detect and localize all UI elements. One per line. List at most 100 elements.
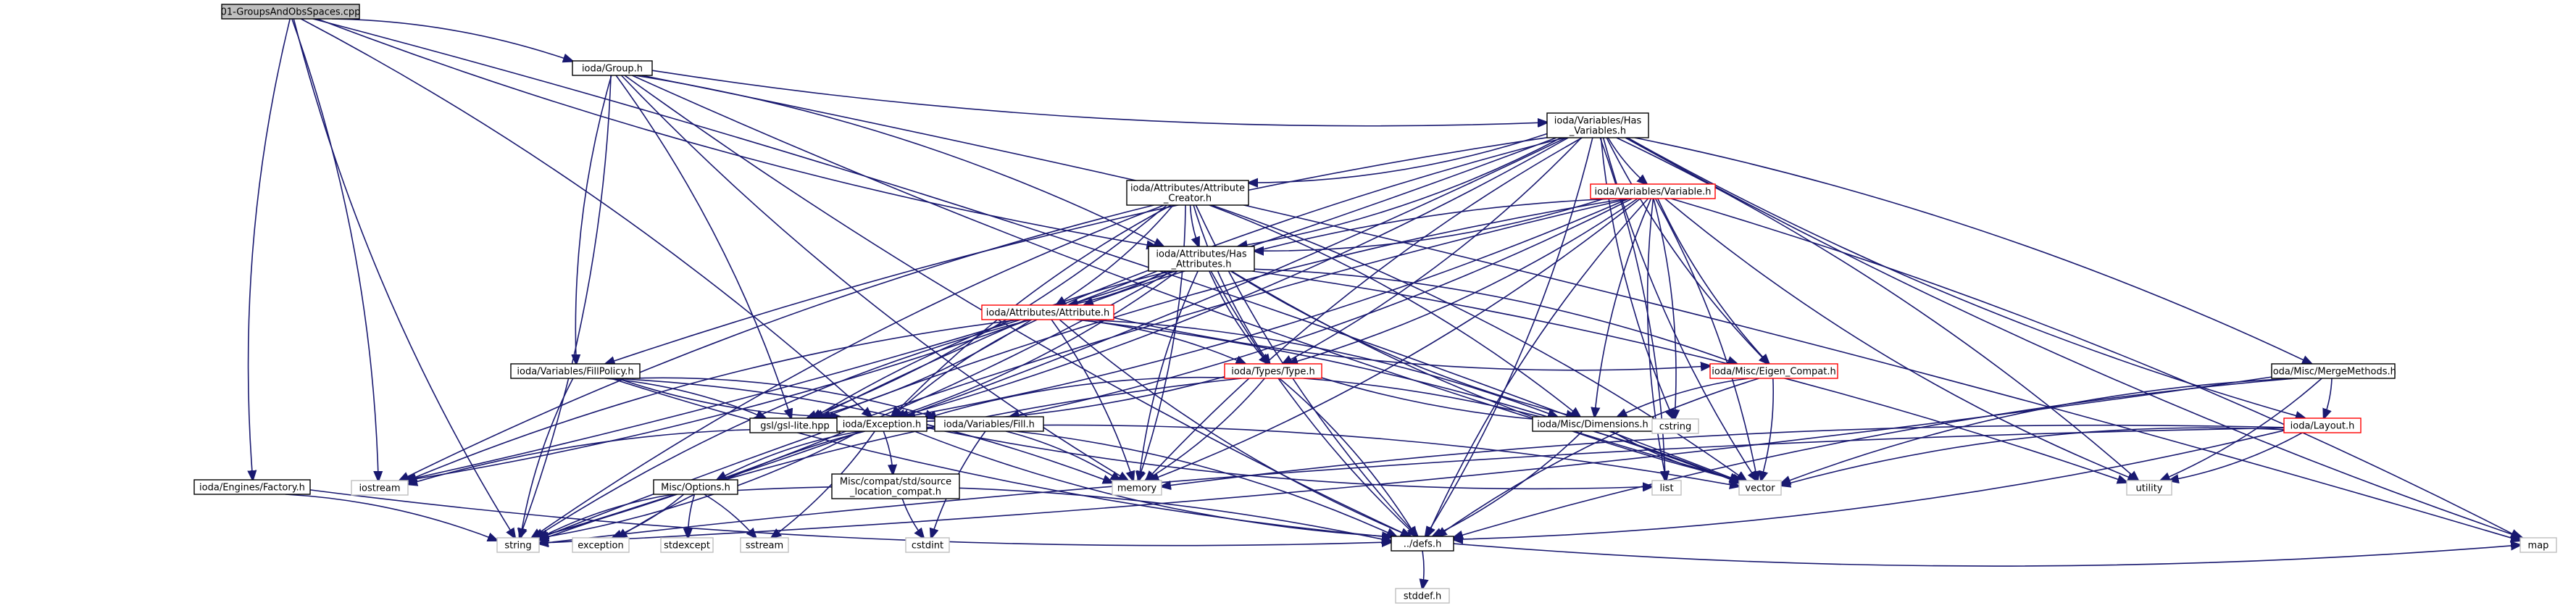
node-label-srcloc: _location_compat.h bbox=[849, 487, 941, 498]
edge-group-to-gsl bbox=[615, 75, 791, 418]
node-fillpolicy[interactable]: ioda/Variables/FillPolicy.h bbox=[510, 363, 641, 379]
node-box-exception bbox=[836, 416, 928, 432]
node-factory[interactable]: ioda/Engines/Factory.h bbox=[193, 479, 311, 495]
node-string: string bbox=[496, 537, 540, 553]
edge-variable-to-utility bbox=[1664, 198, 2138, 481]
node-label-map: map bbox=[2528, 541, 2549, 552]
node-box-variable bbox=[1590, 183, 1716, 199]
node-map: map bbox=[2519, 537, 2557, 553]
node-box-options bbox=[653, 479, 738, 495]
edge-hasattrs-to-exception bbox=[896, 270, 1178, 417]
edges-layer bbox=[249, 18, 2522, 589]
edge-variable-to-list bbox=[1646, 198, 1667, 481]
edge-eigen-to-vector bbox=[1761, 378, 1774, 481]
node-group[interactable]: ioda/Group.h bbox=[572, 60, 653, 76]
edge-layout-to-memory bbox=[1162, 424, 2285, 487]
node-label-hasattrs: ioda/Attributes/Has bbox=[1156, 249, 1246, 260]
node-label-defs: ../defs.h bbox=[1404, 539, 1442, 550]
node-stddef: stddef.h bbox=[1395, 588, 1450, 604]
edge-hasvars-to-exception bbox=[899, 137, 1569, 417]
node-mergemethods[interactable]: ioda/Misc/MergeMethods.h bbox=[2270, 363, 2396, 379]
node-label-attribute: ioda/Attributes/Attribute.h bbox=[986, 308, 1110, 319]
node-label-exceptionstd: exception bbox=[578, 541, 624, 552]
edge-dimensions-to-defs bbox=[1433, 431, 1583, 536]
edge-root-to-string bbox=[293, 18, 514, 538]
edge-fill-to-memory bbox=[1005, 431, 1120, 481]
edge-fillpolicy-to-defs bbox=[610, 378, 1391, 537]
node-exception[interactable]: ioda/Exception.h bbox=[836, 416, 928, 432]
edge-options-to-exceptionstd bbox=[612, 494, 685, 538]
node-types[interactable]: ioda/Types/Type.h bbox=[1224, 363, 1322, 379]
edge-root-to-group bbox=[331, 18, 572, 61]
node-eigen[interactable]: ioda/Misc/Eigen_Compat.h bbox=[1709, 363, 1838, 379]
node-box-mergemethods bbox=[2271, 363, 2396, 379]
node-box-cstdint bbox=[905, 537, 950, 553]
edge-hasvars-to-memory bbox=[1146, 137, 1583, 481]
edge-mergemethods-to-layout bbox=[2324, 378, 2333, 418]
node-variable[interactable]: ioda/Variables/Variable.h bbox=[1590, 183, 1716, 199]
node-label-attrcreator: ioda/Attributes/Attribute bbox=[1130, 183, 1245, 194]
node-box-attrcreator bbox=[1126, 180, 1249, 206]
node-label-stddef: stddef.h bbox=[1404, 591, 1441, 602]
node-label-srcloc: Misc/compat/std/source bbox=[840, 477, 951, 488]
edge-exception-to-iostream bbox=[408, 428, 838, 484]
node-box-string bbox=[496, 537, 540, 553]
edge-types-to-exception bbox=[927, 376, 1225, 418]
edge-hasvars-to-eigen bbox=[1606, 137, 1769, 364]
node-attrcreator[interactable]: ioda/Attributes/Attribute_Creator.h bbox=[1126, 180, 1249, 206]
edge-hasvars-to-utility bbox=[1616, 137, 2138, 481]
edge-hasattrs-to-vector bbox=[1231, 270, 1742, 481]
edge-attribute-to-defs bbox=[1059, 319, 1411, 536]
node-label-exception: ioda/Exception.h bbox=[843, 420, 922, 431]
edge-hasvars-to-mergemethods bbox=[1634, 137, 2312, 364]
node-fill[interactable]: ioda/Variables/Fill.h bbox=[934, 416, 1044, 432]
edge-exception-to-vector bbox=[926, 424, 1739, 486]
edge-layout-to-vector bbox=[1781, 427, 2285, 486]
node-dimensions[interactable]: ioda/Misc/Dimensions.h bbox=[1532, 416, 1654, 432]
edge-variable-to-cstring bbox=[1653, 198, 1676, 419]
edge-hasvars-to-variable bbox=[1607, 137, 1646, 184]
edge-fillpolicy-to-memory bbox=[610, 378, 1112, 483]
edge-group-to-hasattrs bbox=[634, 75, 1164, 246]
edge-mergemethods-to-utility bbox=[2161, 378, 2322, 481]
node-gsl[interactable]: gsl/gsl-lite.hpp bbox=[749, 417, 841, 433]
node-cstdint: cstdint bbox=[905, 537, 950, 553]
edge-variable-to-map bbox=[1670, 198, 2520, 538]
edge-variable-to-gsl bbox=[822, 198, 1627, 418]
node-defs[interactable]: ../defs.h bbox=[1391, 536, 1454, 552]
edge-defs-to-map bbox=[1453, 544, 2520, 567]
node-hasvars[interactable]: ioda/Variables/Has_Variables.h bbox=[1546, 112, 1649, 138]
node-box-vector bbox=[1738, 480, 1782, 496]
node-label-gsl: gsl/gsl-lite.hpp bbox=[760, 421, 830, 432]
node-box-attribute bbox=[981, 304, 1114, 320]
edge-attrcreator-to-dimensions bbox=[1209, 204, 1580, 417]
node-hasattrs[interactable]: ioda/Attributes/Has_Attributes.h bbox=[1148, 246, 1255, 272]
edge-hasvars-to-hasattrs bbox=[1238, 137, 1562, 246]
edge-group-to-fillpolicy bbox=[575, 75, 612, 364]
node-srcloc[interactable]: Misc/compat/std/source_location_compat.h bbox=[831, 473, 960, 499]
node-box-hasvars bbox=[1546, 112, 1649, 138]
node-layout[interactable]: ioda/Layout.h bbox=[2283, 417, 2362, 433]
node-box-exceptionstd bbox=[572, 537, 630, 553]
edge-eigen-to-defs bbox=[1437, 378, 1759, 536]
node-root[interactable]: 01-GroupsAndObsSpaces.cpp bbox=[221, 4, 361, 20]
edge-attribute-to-eigen bbox=[1113, 317, 1710, 370]
edge-attrcreator-to-exception bbox=[891, 204, 1172, 417]
node-label-options: Misc/Options.h bbox=[661, 483, 730, 494]
edge-attrcreator-to-string bbox=[532, 204, 1164, 538]
edge-hasattrs-to-attribute bbox=[1069, 270, 1167, 305]
edge-types-to-defs bbox=[1279, 378, 1417, 536]
node-label-fill: ioda/Variables/Fill.h bbox=[943, 420, 1035, 431]
edge-group-to-hasvars bbox=[651, 70, 1547, 126]
edge-types-to-memory bbox=[1146, 378, 1265, 481]
node-label-hasvars: _Variables.h bbox=[1569, 126, 1626, 137]
node-options[interactable]: Misc/Options.h bbox=[653, 479, 738, 495]
edge-variable-to-hasattrs bbox=[1254, 198, 1605, 251]
edge-srcloc-to-cstdint bbox=[901, 498, 923, 538]
edge-variable-to-memory bbox=[1149, 198, 1641, 481]
node-attribute[interactable]: ioda/Attributes/Attribute.h bbox=[981, 304, 1114, 320]
edge-attrcreator-to-memory bbox=[1138, 204, 1186, 481]
edge-fillpolicy-to-string bbox=[520, 378, 574, 538]
node-box-fillpolicy bbox=[510, 363, 641, 379]
node-box-stddef bbox=[1395, 588, 1450, 604]
